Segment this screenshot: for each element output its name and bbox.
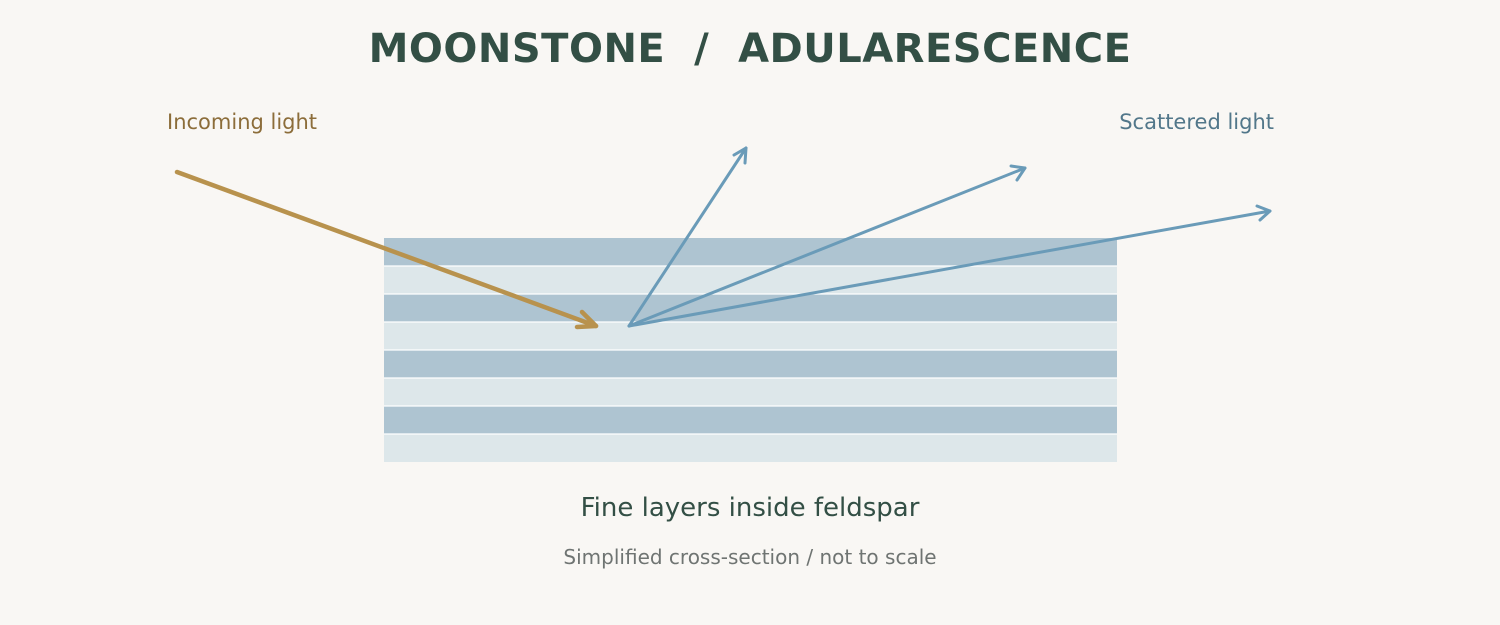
incoming-light-ray — [174, 169, 599, 329]
diagram-title: MOONSTONE / ADULARESCENCE — [368, 26, 1132, 72]
scattered-light-label: Scattered light — [1119, 110, 1274, 134]
feldspar-layer — [384, 266, 1117, 294]
scattered-light-arrows — [627, 146, 1272, 328]
feldspar-layer — [384, 378, 1117, 406]
scattered-light-ray — [627, 146, 748, 328]
diagram-caption: Fine layers inside feldspar — [580, 493, 920, 523]
scattered-light-ray — [627, 166, 1027, 328]
feldspar-layer — [384, 434, 1117, 462]
feldspar-layer — [384, 238, 1117, 266]
feldspar-layer — [384, 406, 1117, 434]
incoming-light-arrow — [174, 169, 599, 330]
scattered-arrowhead — [1255, 204, 1272, 222]
incoming-light-label: Incoming light — [167, 110, 318, 134]
feldspar-layer — [384, 350, 1117, 378]
diagram-subcaption: Simplified cross-section / not to scale — [563, 545, 937, 569]
feldspar-layers — [384, 238, 1117, 462]
scattered-arrowhead — [732, 146, 748, 165]
scattered-arrowhead — [1009, 164, 1027, 182]
scattered-light-ray — [627, 209, 1272, 328]
incoming-arrowhead — [574, 309, 599, 330]
feldspar-layer — [384, 294, 1117, 322]
feldspar-layer — [384, 322, 1117, 350]
